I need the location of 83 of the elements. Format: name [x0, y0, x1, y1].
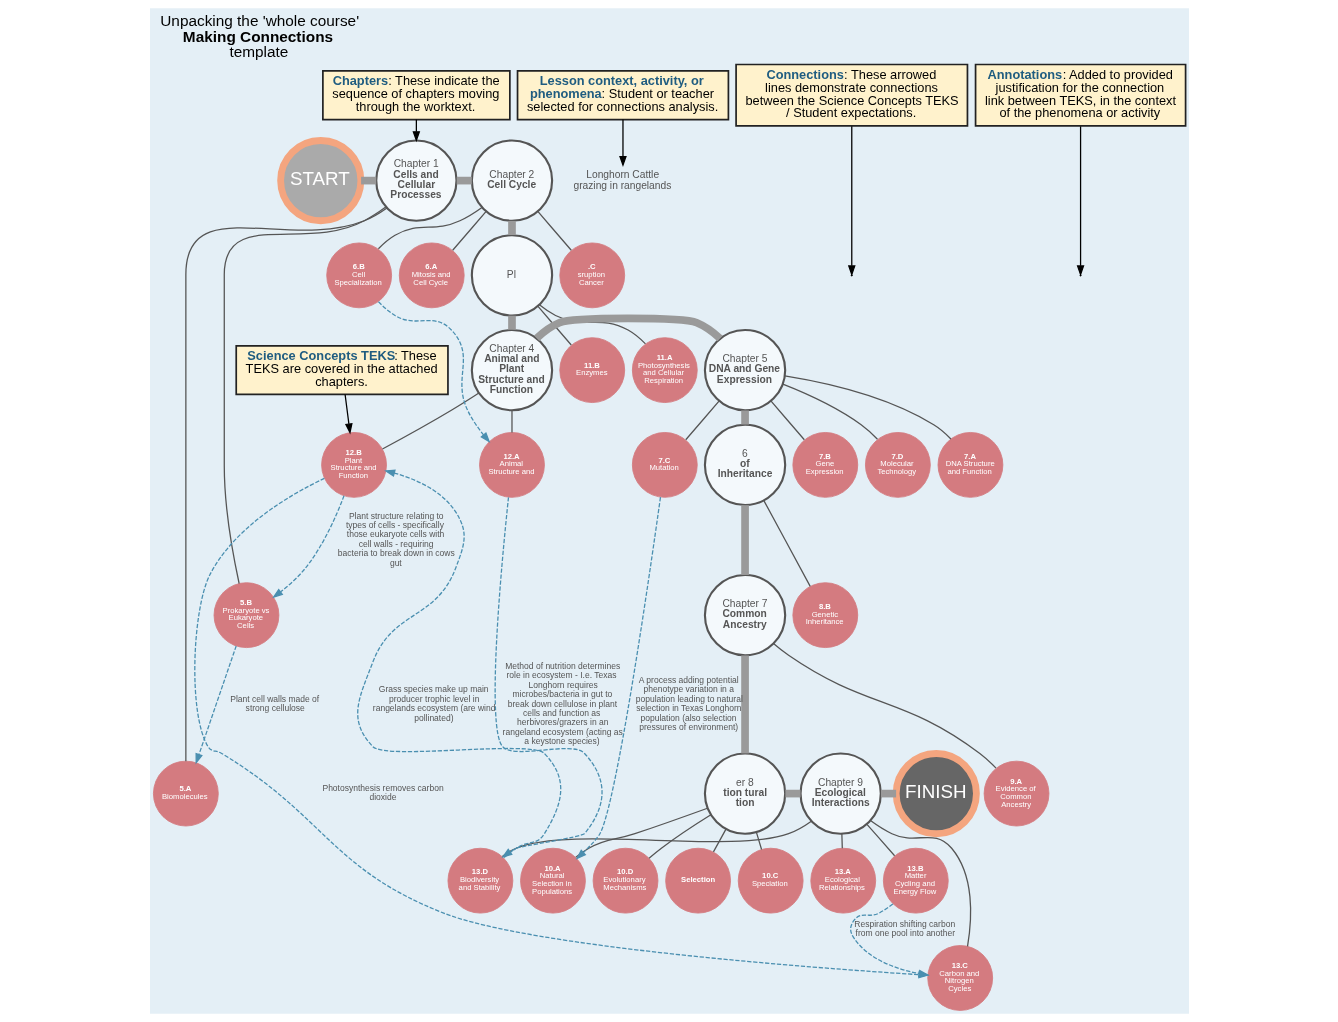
- connector: [869, 819, 971, 947]
- connector: [769, 400, 805, 441]
- node-circle: Chapter 4 Animal and Plant Structure and Function: [470, 328, 553, 412]
- connector: [377, 206, 483, 250]
- node-circle: 7.C Mutation: [631, 432, 698, 498]
- connector: [507, 220, 516, 235]
- connector: [880, 789, 896, 798]
- node-box: Lesson context, activity, or phenomena: Student or teacher selected for connections analysis.: [516, 70, 729, 121]
- connector: [740, 410, 749, 425]
- connector: [507, 315, 516, 330]
- node-circle: 5.A Biomolecules: [152, 760, 219, 827]
- connector: [510, 409, 513, 434]
- connector: [647, 814, 712, 859]
- node-circle: 7.A DNA Structure and Function: [937, 432, 1003, 498]
- connector: [184, 207, 388, 762]
- arrow: [847, 125, 856, 277]
- connector: [784, 789, 800, 798]
- node-circle: 12.B Plant Structure and Function: [320, 432, 387, 498]
- connector: [781, 383, 878, 440]
- edge-label: Plant cell walls made of strong cellulose: [229, 693, 319, 714]
- connector: [536, 210, 572, 251]
- node-circle: 5.B Prokaryote vs Eukaryote Cells: [213, 582, 279, 649]
- connector: [456, 176, 472, 185]
- node-circle: 13.A Ecological Relationships: [809, 847, 876, 914]
- node-circle: 10.C Speciation: [737, 847, 804, 914]
- node-circle: START: [276, 137, 364, 225]
- node-circle: er 8 tion tural tion: [703, 752, 786, 835]
- node-circle: Selection: [664, 847, 731, 914]
- node-circle: 11.A Photosynthesis and Cellular Respiration: [631, 337, 698, 403]
- node-circle: Chapter 7 Common Ancestry: [703, 573, 786, 657]
- connector: [533, 314, 723, 342]
- connector: [712, 828, 727, 853]
- node-circle: 9.A Evidence of Common Ancestry: [983, 760, 1049, 827]
- node-circle: .C sruption Cancer: [558, 242, 625, 309]
- edge-label: Respiration shifting carbon from one pool into another: [853, 918, 955, 939]
- arrow: [1076, 125, 1084, 277]
- node-circle: 13.B Matter Cycling and Energy Flow: [882, 847, 949, 914]
- edge-label: Photosynthesis removes carbon dioxide: [321, 783, 444, 803]
- connector: [451, 210, 487, 251]
- node-circle: 10.D Evolutionary Mechanisms: [592, 847, 658, 914]
- connector: [360, 176, 376, 185]
- node-box: Annotations: Added to provided justification for the connection link between TEKS, in the context of the phenomena or activity: [974, 63, 1186, 127]
- node-box: Science Concepts TEKS: These TEKS are covered in the attached chapters.: [234, 344, 449, 396]
- node-circle: 6.B Cell Specialization: [325, 242, 392, 309]
- edge-label: Grass species make up main producer trophic level in rangelands ecosystem (are wind pollinated): [372, 684, 495, 723]
- connector: [740, 505, 749, 575]
- connector: [740, 655, 749, 754]
- node-circle: 7.B Gene Expression: [791, 432, 858, 498]
- edge-label: Plant structure relating to types of cells - specifically those eukaryote cells with cell walls - requiring bacteria to break down in cows gut: [337, 510, 455, 568]
- node-circle: 8.B Genetic Inheritance: [791, 582, 858, 649]
- node-box: Connections: These arrowed lines demonstrate connections between the Science Concepts TEKS / Student expectations.: [734, 63, 968, 127]
- connector: [223, 206, 386, 585]
- node-circle: 6.A Mitosis and Cell Cycle: [398, 242, 465, 309]
- arrow: [195, 645, 237, 765]
- connector: [762, 499, 811, 588]
- arrow: [575, 496, 661, 860]
- node-circle: 7.D Molecular Technology: [864, 432, 931, 498]
- arrow: [377, 301, 490, 443]
- arrow: [343, 393, 353, 435]
- node-circle: Chapter 5 DNA and Gene Expression: [703, 328, 786, 412]
- diagram-title: Unpacking the 'whole course' Making Connections template: [159, 12, 359, 61]
- node-circle: Pl: [470, 234, 553, 317]
- connector: [840, 833, 843, 849]
- connector: [755, 831, 762, 851]
- node-circle: 13.C Carbon and Nitrogen Cycles: [926, 945, 993, 1011]
- node-circle: 11.B Enzymes: [558, 337, 625, 403]
- node-text: Longhorn Cattle grazing in rangelands: [572, 168, 671, 191]
- connector: [772, 642, 997, 769]
- node-circle: Chapter 1 Cells and Cellular Processes: [374, 139, 458, 222]
- arrow: [618, 118, 627, 167]
- connector: [574, 807, 708, 858]
- node-circle: Chapter 2 Cell Cycle: [470, 139, 553, 222]
- connector: [684, 400, 720, 441]
- connector: [381, 392, 480, 450]
- node-circle: FINISH: [892, 750, 980, 838]
- node-circle: Chapter 9 Ecological Interactions: [799, 752, 882, 835]
- edge-label: Method of nutrition determines role in ecosystem - I.e. Texas Longhorn requires microbes/bacteria in gut to break down cellulose in plant cells and function as herbivores/grazers in an rangeland ecosystem (acting as a keystone species): [502, 660, 623, 747]
- node-box: Chapters: These indicate the sequence of chapters moving through the worktext.: [321, 70, 511, 121]
- arrow: [271, 495, 345, 599]
- connector: [865, 823, 895, 857]
- connector: [783, 375, 952, 440]
- node-circle: 6 of Inheritance: [703, 423, 786, 507]
- connector: [536, 305, 572, 346]
